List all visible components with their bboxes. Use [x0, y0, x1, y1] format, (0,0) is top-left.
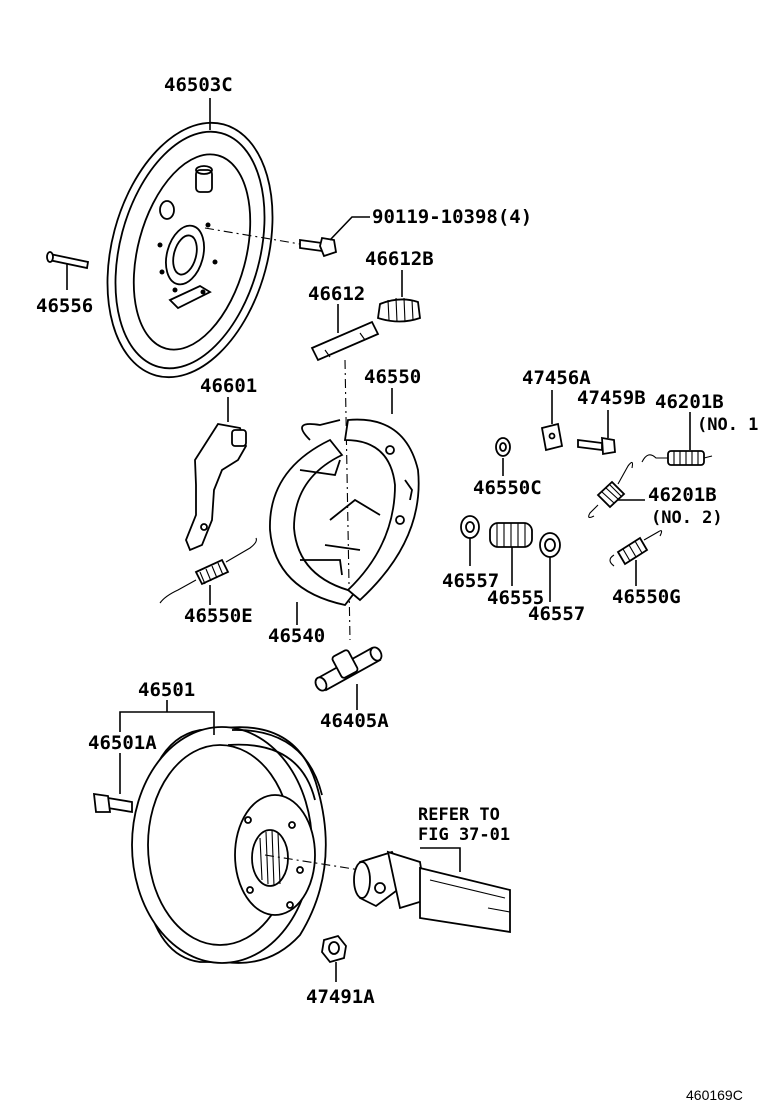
label-46612: 46612: [308, 283, 365, 305]
label-46501: 46501: [138, 679, 195, 701]
bolt-47459B: [577, 436, 616, 456]
hub-bolt-46501A: [92, 792, 133, 814]
label-46550G: 46550G: [612, 586, 681, 608]
label-46201B-no2-note: (NO. 2): [651, 508, 723, 528]
label-46550: 46550: [364, 366, 421, 388]
label-46503C: 46503C: [164, 74, 233, 96]
spring-46612B: [377, 297, 421, 323]
bolt-90119: [299, 236, 338, 258]
spring-46550G: [609, 530, 663, 567]
pin-46556: [46, 251, 90, 270]
leader-refer: [420, 847, 461, 872]
label-46501A: 46501A: [88, 732, 157, 754]
nut-47491A: [321, 934, 347, 964]
refer-note-line1: REFER TO: [418, 805, 500, 825]
label-46601: 46601: [200, 375, 257, 397]
cup-46557a: [460, 515, 480, 539]
label-46201B-no2: 46201B: [648, 484, 717, 506]
label-46557b: 46557: [528, 603, 585, 625]
spring-46555: [489, 522, 533, 548]
label-46557a: 46557: [442, 570, 499, 592]
spring-46201B-no2: [588, 461, 634, 518]
cup-46557b: [539, 532, 561, 558]
label-47456A: 47456A: [522, 367, 591, 389]
label-47491A: 47491A: [306, 986, 375, 1008]
spring-46201B-no1: [641, 450, 713, 466]
brake-shoe-assembly: [269, 418, 420, 606]
label-46555: 46555: [487, 587, 544, 609]
bracket-47456A: [540, 422, 564, 452]
brake-drum-46501: [131, 726, 327, 964]
parking-lever-46601: [185, 423, 247, 552]
label-46550C: 46550C: [473, 477, 542, 499]
label-46550E: 46550E: [184, 605, 253, 627]
label-47459B: 47459B: [577, 387, 646, 409]
wheel-cylinder-46405A: [314, 646, 383, 692]
label-46540: 46540: [268, 625, 325, 647]
spring-46550E: [159, 537, 257, 604]
figure-code: 460169C: [686, 1087, 743, 1103]
label-46405A: 46405A: [320, 710, 389, 732]
strut-46612: [310, 320, 380, 362]
label-90119: 90119-10398(4): [372, 206, 532, 228]
label-46201B-no1: 46201B: [655, 391, 724, 413]
refer-note-line2: FIG 37-01: [418, 825, 510, 845]
label-46556: 46556: [36, 295, 93, 317]
label-46612B: 46612B: [365, 248, 434, 270]
washer-46550C: [495, 437, 511, 457]
drive-shaft-flange: [353, 850, 511, 934]
backing-plate: [106, 121, 274, 379]
leader-90119: [329, 216, 370, 241]
label-46201B-no1-note: (NO. 1): [697, 415, 760, 435]
